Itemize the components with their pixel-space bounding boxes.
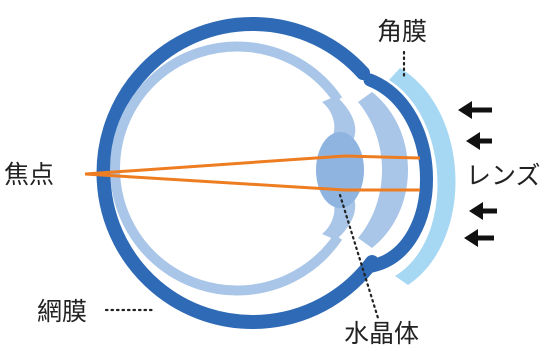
arrow-left-icon (469, 202, 497, 220)
contact-lens (389, 68, 456, 285)
focus-label: 焦点 (4, 160, 54, 189)
sclera (96, 16, 379, 329)
arrow-left-icon (466, 132, 492, 150)
retina-label: 網膜 (37, 297, 87, 326)
light-ray-upper (84, 154, 421, 176)
choroid (110, 41, 343, 296)
crystalline-lens-label: 水晶体 (344, 319, 419, 348)
iris (322, 96, 356, 145)
crystalline-lens-leader (338, 193, 380, 320)
light-ray-lower (84, 172, 420, 192)
cornea-label: 角膜 (377, 17, 427, 46)
anterior-chamber (358, 92, 408, 248)
arrow-left-icon (458, 101, 492, 119)
arrow-left-icon (464, 229, 494, 247)
cornea (363, 73, 433, 273)
lens-label: レンズ (466, 161, 541, 190)
